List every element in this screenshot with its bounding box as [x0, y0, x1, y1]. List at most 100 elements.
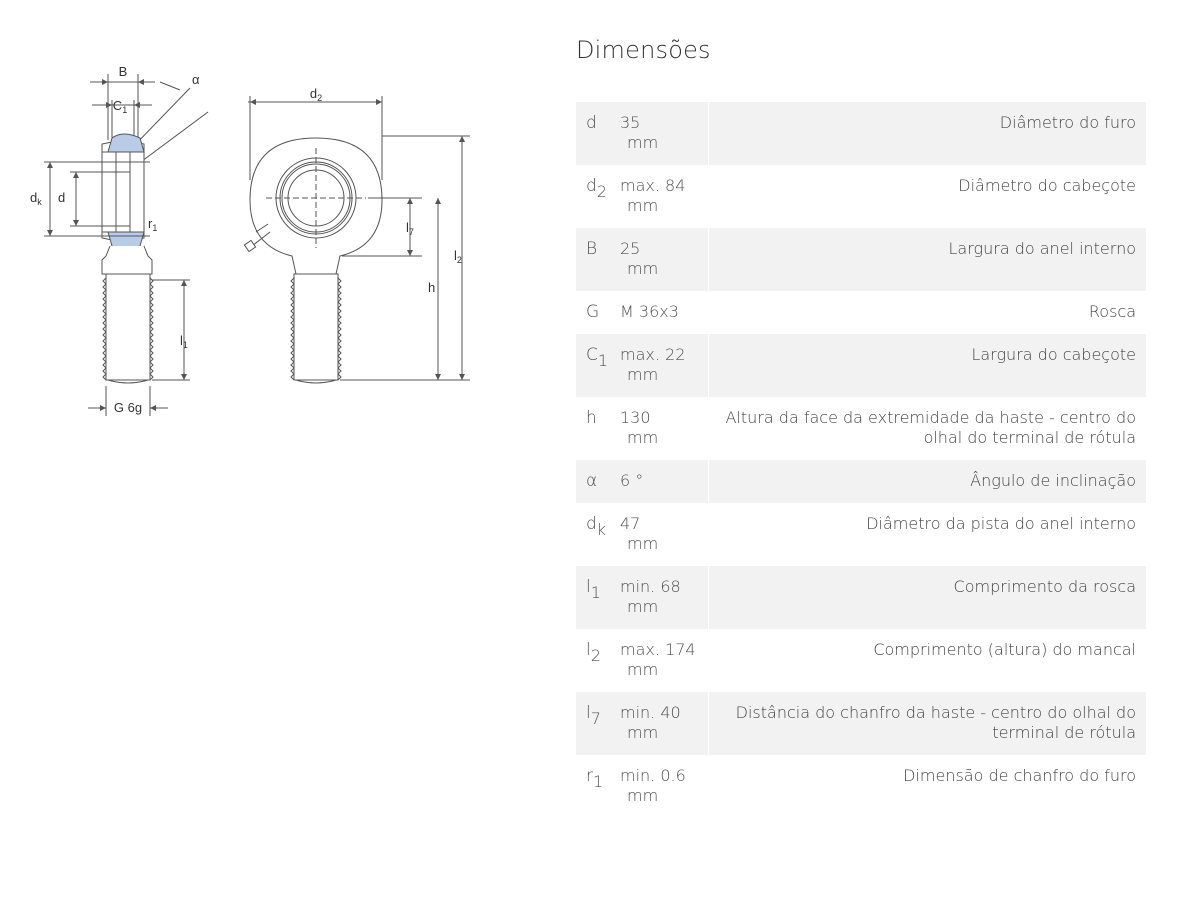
- label-h: h: [428, 280, 435, 295]
- label-d2: d2: [310, 86, 322, 103]
- dimension-symbol-subscript: k: [596, 520, 607, 539]
- dimension-value-number: min. 40: [620, 703, 681, 722]
- dimension-symbol-subscript: 1: [597, 351, 609, 370]
- dimension-description: Diâmetro da pista do anel interno: [708, 503, 1146, 566]
- dimension-symbol-base: l: [586, 577, 591, 597]
- label-l7: l7: [406, 220, 414, 237]
- dimension-value-unit: mm: [627, 597, 659, 616]
- dimension-value-unit: mm: [627, 534, 659, 553]
- dimension-symbol-subscript: 2: [596, 182, 607, 201]
- dimension-value-number: 6 °: [620, 471, 644, 490]
- dimension-value-number: 35: [620, 113, 641, 132]
- dimension-symbol-base: C: [586, 345, 598, 365]
- dimension-symbol-text: l1: [576, 577, 601, 601]
- dimension-symbol-text: dk: [576, 514, 606, 538]
- dimension-value-unit: mm: [627, 365, 659, 384]
- dimension-description: Diâmetro do furo: [708, 102, 1146, 165]
- dimension-symbol-text: l7: [576, 703, 601, 727]
- dimension-symbol: l1: [576, 566, 620, 629]
- dimension-symbol: C1: [576, 334, 620, 397]
- dimension-description: Rosca: [708, 291, 1146, 334]
- dimension-value: M 36x3: [620, 291, 709, 334]
- dimension-symbol-text: r1: [576, 766, 603, 790]
- dimension-symbol-base: α: [586, 471, 598, 491]
- dimension-value-unit: mm: [627, 723, 659, 742]
- label-l1: l1: [180, 333, 188, 350]
- dimension-symbol: d2: [576, 165, 620, 228]
- dimension-symbol: r1: [576, 755, 620, 818]
- dimension-value-number: 47: [620, 514, 641, 533]
- dimension-description: Diâmetro do cabeçote: [708, 165, 1146, 228]
- dimension-symbol-base: l: [586, 703, 591, 723]
- dimension-symbol: l2: [576, 629, 620, 692]
- dimension-symbol-base: r: [586, 766, 593, 786]
- rod-end-technical-drawing: B C1 α dk d r1 l1 G 6g d2 l7 h l2: [30, 64, 470, 416]
- dimension-symbol-subscript: 1: [593, 772, 604, 791]
- dimension-symbol-base: G: [586, 302, 600, 322]
- dimension-symbol-base: h: [586, 408, 597, 428]
- dimension-description: Largura do cabeçote: [708, 334, 1146, 397]
- dimension-value-unit: mm: [627, 133, 659, 152]
- dimension-value-unit: mm: [627, 660, 659, 679]
- dimension-symbol: dk: [576, 503, 620, 566]
- dimension-value-number: max. 84: [620, 176, 686, 195]
- dimension-value-number: min. 68: [620, 577, 681, 596]
- dimension-value-number: max. 22: [620, 345, 686, 364]
- dimension-symbol: d: [576, 102, 620, 165]
- dimension-symbol-base: d: [586, 176, 597, 196]
- dimension-description: Comprimento (altura) do mancal: [708, 629, 1146, 692]
- dimension-value-number: min. 0.6: [620, 766, 686, 785]
- dimension-value-unit: mm: [627, 259, 659, 278]
- dimension-symbol-base: B: [586, 239, 598, 259]
- dimension-description: Altura da face da extremidade da haste -…: [708, 397, 1146, 460]
- label-d: d: [58, 190, 65, 205]
- dimension-value-unit: mm: [627, 786, 659, 805]
- label-l2: l2: [454, 248, 462, 265]
- dimension-description: Comprimento da rosca: [708, 566, 1146, 629]
- dimension-symbol-subscript: 2: [590, 646, 601, 665]
- label-r1: r1: [148, 216, 157, 233]
- dimension-symbol: l7: [576, 692, 620, 755]
- dimension-symbol-text: l2: [576, 640, 601, 664]
- label-C1: C1: [113, 98, 127, 115]
- label-alpha: α: [192, 72, 200, 87]
- dimension-symbol-subscript: 7: [590, 709, 601, 728]
- dimension-symbol: B: [576, 228, 620, 291]
- dimension-symbol-text: h: [576, 408, 597, 428]
- label-B: B: [119, 64, 128, 79]
- dimension-symbol: h: [576, 397, 620, 460]
- dimension-symbol-base: d: [586, 113, 597, 133]
- dimension-symbol-subscript: 1: [590, 583, 601, 602]
- label-G6g: G 6g: [114, 400, 142, 415]
- dimension-symbol: α: [576, 460, 620, 503]
- dimension-symbol-text: G: [576, 302, 599, 322]
- dimension-description: Distância do chanfro da haste - centro d…: [708, 692, 1146, 755]
- dimension-symbol-base: l: [586, 640, 591, 660]
- dimension-value-number: max. 174: [620, 640, 696, 659]
- label-dk: dk: [30, 190, 42, 207]
- dimension-value-number: 130: [620, 408, 651, 427]
- dimensions-heading: Dimensões: [576, 36, 711, 64]
- dimension-value-unit: mm: [627, 196, 659, 215]
